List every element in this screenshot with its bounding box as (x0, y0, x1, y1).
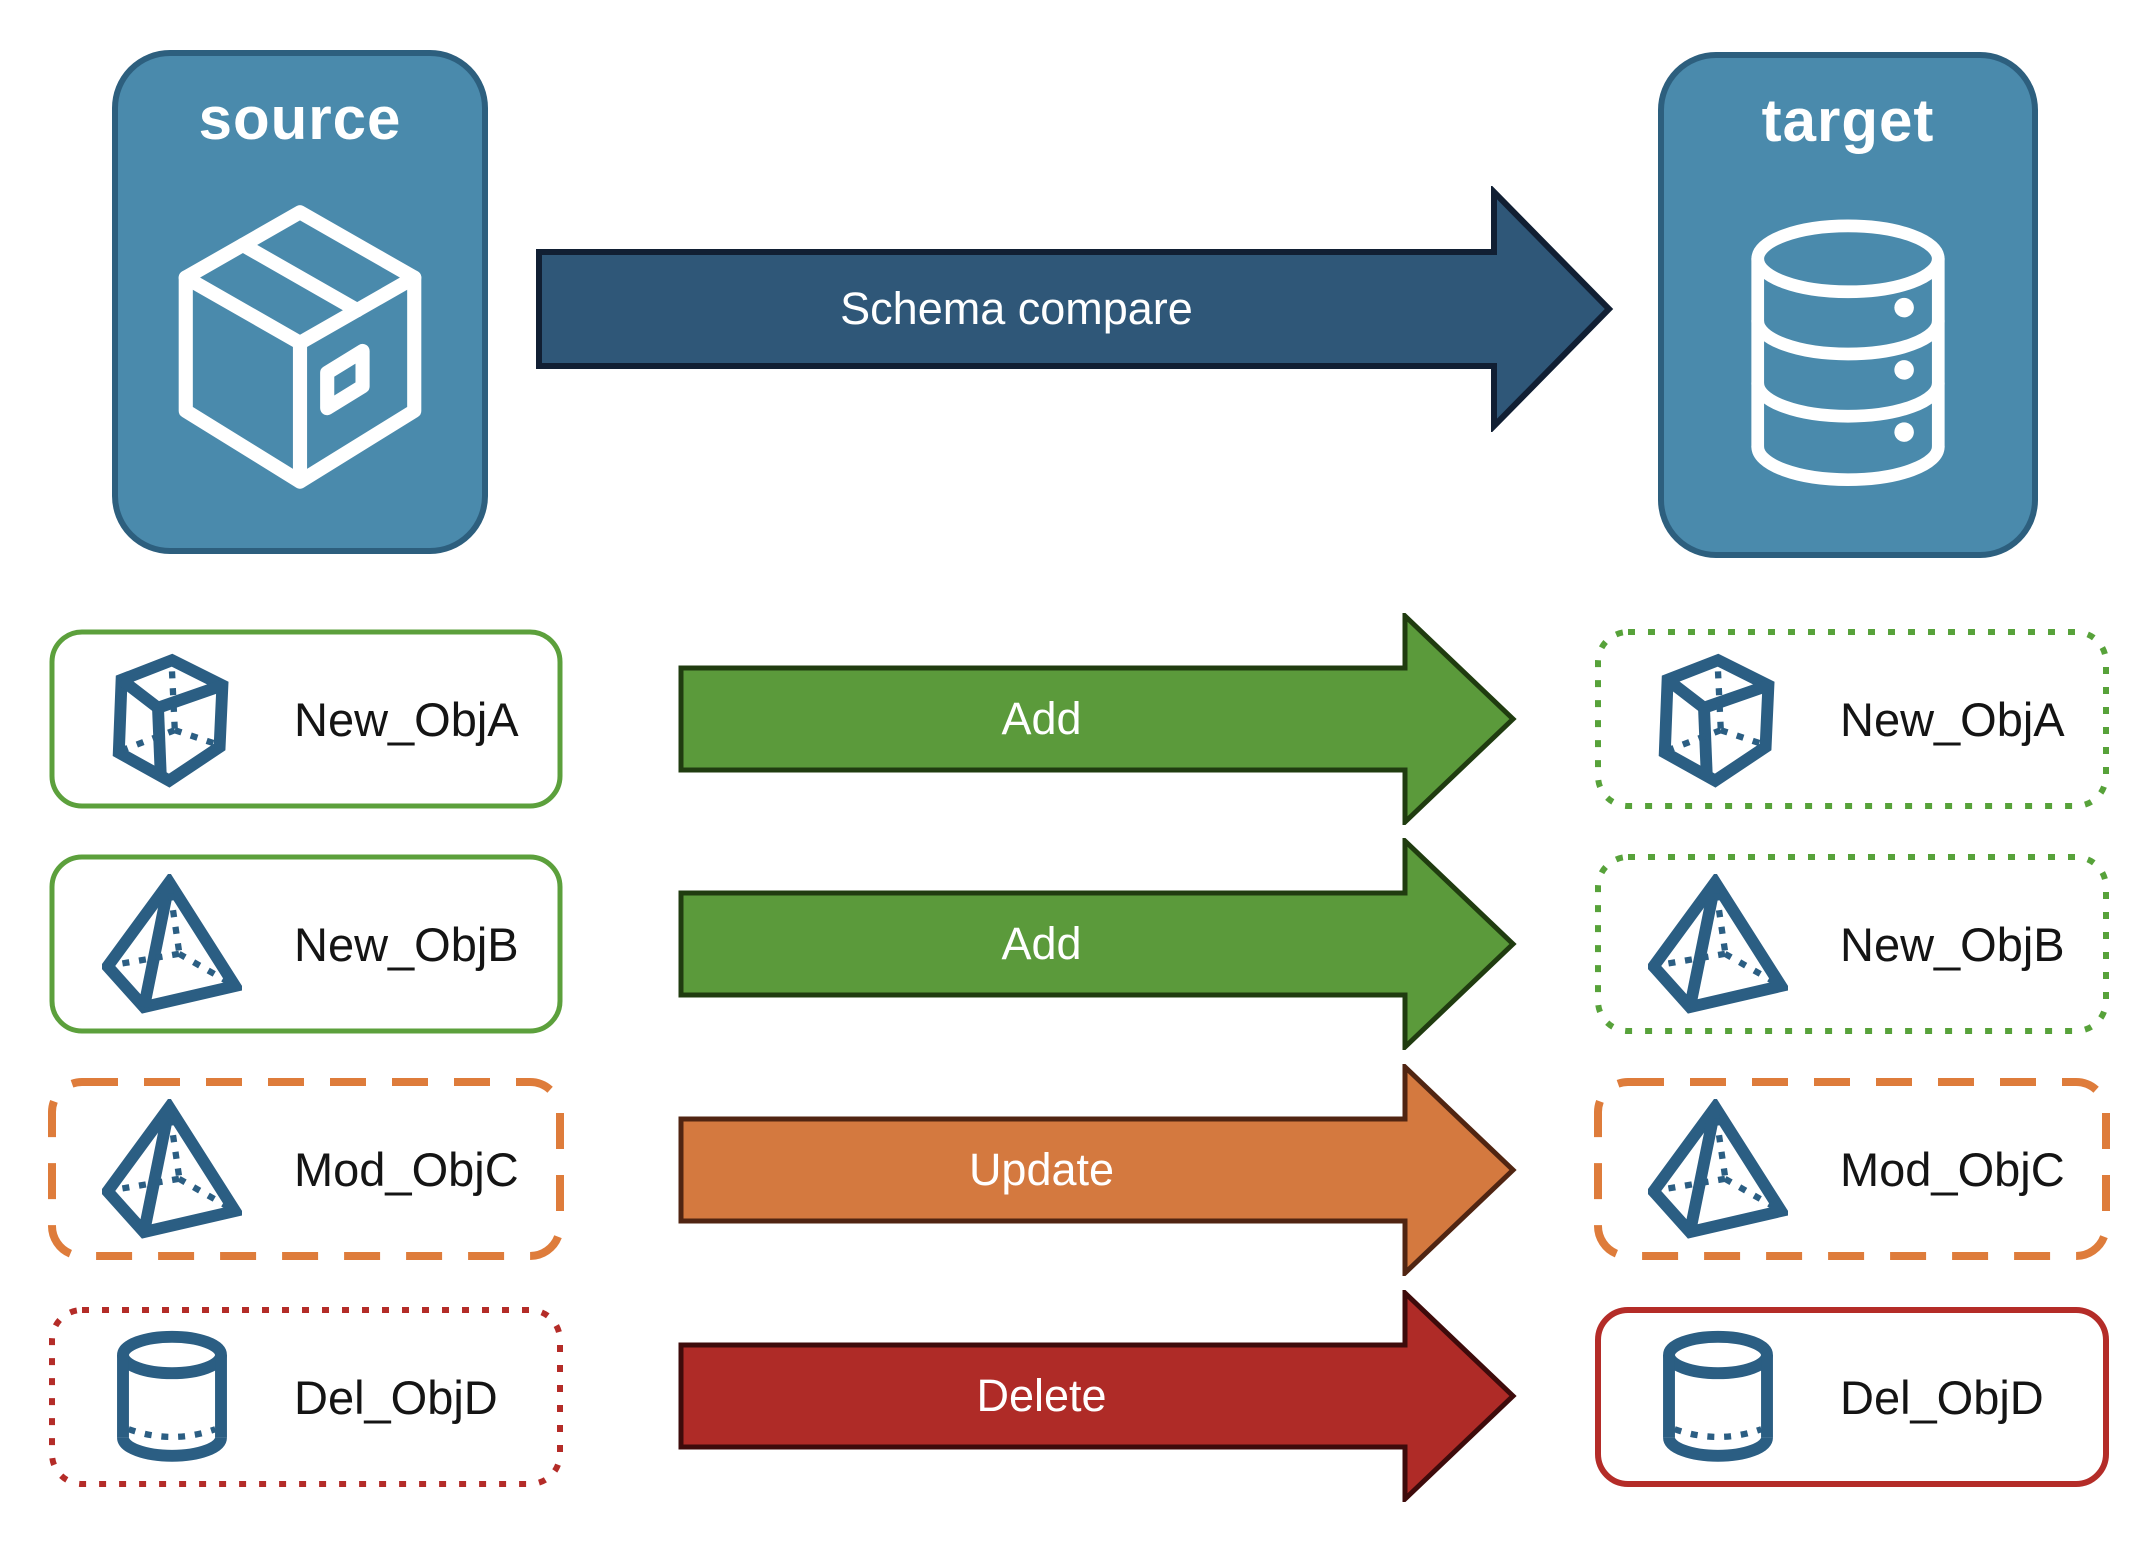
target-object-mod-objc: Mod_ObjC (1594, 1078, 2110, 1260)
target-object-new-obja: New_ObjA (1594, 628, 2110, 810)
object-box-border (1594, 1078, 2110, 1260)
pyramid-icon (1648, 1099, 1788, 1239)
object-box-border (49, 1307, 563, 1487)
source-object-del-objd: Del_ObjD (48, 1306, 564, 1488)
delete-arrow-label: Delete (976, 1370, 1107, 1421)
target-object-del-objd: Del_ObjD (1594, 1306, 2110, 1488)
pyramid-icon (102, 874, 242, 1014)
add-arrow-shape (678, 838, 1517, 1050)
object-box-border (1595, 629, 2109, 809)
source-node-title: source (198, 85, 402, 152)
object-label: New_ObjA (294, 692, 519, 746)
object-label: Del_ObjD (1840, 1370, 2044, 1424)
database-icon (1726, 155, 1970, 552)
add-arrow-row2: Add (678, 838, 1518, 1050)
delete-arrow: Delete (678, 1290, 1518, 1502)
object-box-border (49, 854, 563, 1034)
source-object-new-obja: New_ObjA (48, 628, 564, 810)
target-object-new-objb: New_ObjB (1594, 853, 2110, 1035)
object-label: New_ObjB (1840, 917, 2065, 971)
source-object-mod-objc: Mod_ObjC (48, 1078, 564, 1260)
cylinder-icon (102, 1327, 242, 1467)
source-object-new-objb: New_ObjB (48, 853, 564, 1035)
schema-compare-arrow-label: Schema compare (840, 283, 1193, 334)
update-arrow: Update (678, 1064, 1518, 1276)
target-node-title: target (1761, 87, 1935, 154)
add-arrow-label: Add (1001, 918, 1082, 969)
pyramid-icon (102, 1099, 242, 1239)
cylinder-icon (1648, 1327, 1788, 1467)
object-label: New_ObjB (294, 917, 519, 971)
object-box-border (48, 1078, 564, 1260)
add-arrow-label: Add (1001, 693, 1082, 744)
object-label: Mod_ObjC (294, 1142, 519, 1196)
cube-icon (102, 649, 242, 789)
pyramid-icon (1648, 874, 1788, 1014)
object-box-border (49, 629, 563, 809)
object-label: Del_ObjD (294, 1370, 498, 1424)
update-arrow-shape (678, 1064, 1517, 1276)
update-arrow-label: Update (968, 1144, 1115, 1195)
target-node: target (1658, 52, 2038, 558)
object-label: Mod_ObjC (1840, 1142, 2065, 1196)
object-box-border (1595, 1307, 2109, 1487)
object-box-border (1595, 854, 2109, 1034)
cube-icon (1648, 649, 1788, 789)
schema-compare-arrow-shape (536, 186, 1614, 432)
object-label: New_ObjA (1840, 692, 2065, 746)
package-icon (164, 153, 436, 548)
add-arrow-shape (678, 613, 1517, 825)
source-node: source (112, 50, 488, 554)
delete-arrow-shape (678, 1290, 1517, 1502)
schema-compare-arrow: Schema compare (536, 186, 1616, 432)
add-arrow-row1: Add (678, 613, 1518, 825)
